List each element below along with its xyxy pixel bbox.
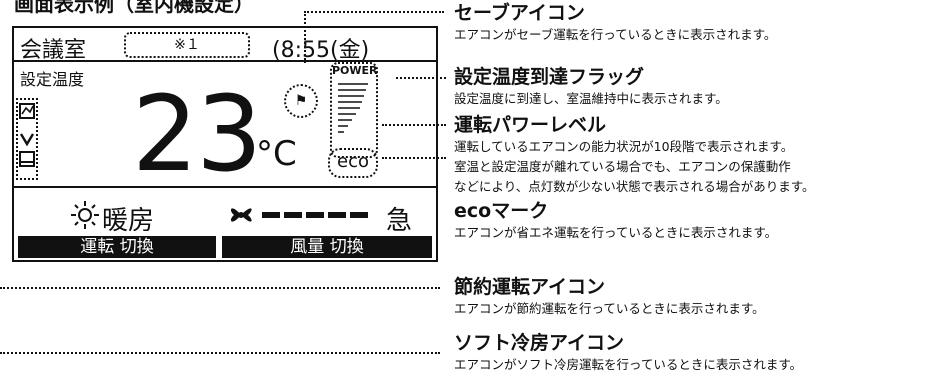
temperature-value: 23 xyxy=(132,73,262,195)
item-title: 運転パワーレベル xyxy=(454,114,607,136)
temperature-unit: °C xyxy=(256,134,297,174)
set-temperature-label: 設定温度 xyxy=(20,70,85,89)
item-title: ecoマーク xyxy=(454,200,549,222)
item-title: 設定温度到達フラッグ xyxy=(454,66,645,88)
item-desc: 設定温度に到達し、室温維持中に表示されます。 xyxy=(454,91,728,106)
divider-top xyxy=(14,60,436,62)
clock-display: (8:55(金) xyxy=(272,38,370,63)
left-icons-column xyxy=(16,98,38,180)
leader-soft-cool xyxy=(0,352,440,354)
item-desc: エアコンが節約運転を行っているときに表示されます。 xyxy=(454,301,765,316)
flag-icon: ⚑ xyxy=(284,84,318,118)
item-power: 運転パワーレベル 運転しているエアコンの能力状況が10段階で表示されます。 室温… xyxy=(454,110,815,197)
power-bars xyxy=(338,83,368,133)
leader-flag xyxy=(396,77,446,79)
mode-label: 暖房 xyxy=(102,206,155,236)
note-box: ※１ xyxy=(124,32,250,58)
item-title: 節約運転アイコン xyxy=(454,276,606,298)
save-icon xyxy=(19,103,35,167)
item-soft-cool: ソフト冷房アイコン エアコンがソフト冷房運転を行っているときに表示されます。 xyxy=(454,328,802,375)
leader-power xyxy=(382,124,446,126)
item-saving: 節約運転アイコン エアコンが節約運転を行っているときに表示されます。 xyxy=(454,272,765,319)
sun-icon xyxy=(71,201,99,229)
item-title: ソフト冷房アイコン xyxy=(454,332,625,354)
leader-save xyxy=(304,11,444,13)
diagram-title: 画面表示例（室内機設定） xyxy=(14,0,254,16)
lcd-panel: 会議室 ※１ (8:55(金) 設定温度 23 °C ⚑ POWER eco xyxy=(12,26,438,262)
leader-eco xyxy=(382,157,446,159)
item-flag: 設定温度到達フラッグ 設定温度に到達し、室温維持中に表示されます。 xyxy=(454,62,728,109)
item-eco: ecoマーク エアコンが省エネ運転を行っているときに表示されます。 xyxy=(454,196,777,243)
eco-mark: eco xyxy=(328,148,378,178)
power-label: POWER xyxy=(332,64,378,77)
item-desc: エアコンが省エネ運転を行っているときに表示されます。 xyxy=(454,225,778,240)
operation-switch-button[interactable]: 運転 切換 xyxy=(18,236,216,258)
item-desc: エアコンがセーブ運転を行っているときに表示されます。 xyxy=(454,27,777,42)
power-level-box xyxy=(330,62,378,158)
item-save: セーブアイコン エアコンがセーブ運転を行っているときに表示されます。 xyxy=(454,0,776,45)
item-desc: エアコンがソフト冷房運転を行っているときに表示されます。 xyxy=(454,357,803,372)
airflow-switch-button[interactable]: 風量 切換 xyxy=(222,236,432,258)
room-name: 会議室 xyxy=(20,38,87,63)
leader-saving xyxy=(0,287,440,289)
divider-bottom xyxy=(14,186,436,188)
item-title: セーブアイコン xyxy=(454,2,585,24)
fan-speed-label: 急 xyxy=(386,206,413,236)
item-desc: 室温と設定温度が離れている場合でも、エアコンの保護動作 xyxy=(454,159,791,174)
leader-save-v xyxy=(304,11,306,63)
item-desc: 運転しているエアコンの能力状況が10段階で表示されます。 xyxy=(454,139,794,154)
fan-icon xyxy=(230,208,368,222)
item-desc: などにより、点灯数が少ない状態で表示される場合があります。 xyxy=(454,179,815,194)
